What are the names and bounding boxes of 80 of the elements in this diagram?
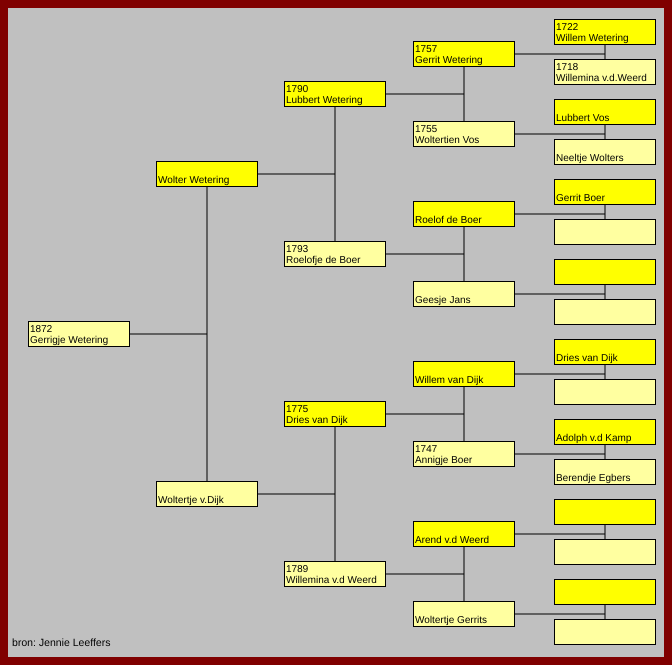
- person-name: Willem van Dijk: [415, 375, 484, 386]
- person-name: Berendje Egbers: [556, 473, 630, 484]
- person-name: Willemina v.d.Weerd: [556, 73, 647, 84]
- person-box: [554, 299, 656, 325]
- person-name: Neeltje Wolters: [556, 153, 624, 164]
- person-box: [156, 481, 258, 507]
- person-name: Woltertien Vos: [415, 135, 480, 146]
- person-box: [554, 619, 656, 645]
- connector-line: [514, 54, 606, 60]
- person-box: [554, 139, 656, 165]
- person-name: Geesje Jans: [415, 295, 471, 306]
- person-box: [284, 401, 386, 427]
- person-box: [413, 521, 515, 547]
- person-box: [28, 321, 130, 347]
- person-name: Willemina v.d Weerd: [286, 575, 377, 586]
- person-name: Gerrit Wetering: [415, 55, 483, 66]
- person-name: Gerrigje Wetering: [30, 335, 108, 346]
- connector-line: [258, 174, 336, 242]
- person-box: [413, 41, 515, 67]
- person-name: Annigje Boer: [415, 455, 472, 466]
- connector-line: [258, 494, 336, 562]
- person-box: [413, 281, 515, 307]
- person-name: Woltertje Gerrits: [415, 615, 488, 626]
- person-box: [413, 441, 515, 467]
- person-name: Dries van Dijk: [286, 415, 348, 426]
- person-box: [554, 19, 656, 45]
- person-box: [554, 59, 656, 85]
- connector-line: [130, 334, 208, 482]
- person-name: Gerrit Boer: [556, 193, 605, 204]
- person-name: Lubbert Vos: [556, 113, 610, 124]
- birth-year: 1747: [415, 444, 438, 455]
- person-box: [554, 339, 656, 365]
- person-box: [284, 241, 386, 267]
- person-name: Willem Wetering: [556, 33, 629, 44]
- person-box: [554, 179, 656, 205]
- birth-year: 1872: [30, 324, 52, 335]
- birth-year: 1757: [415, 44, 438, 55]
- person-box: [413, 601, 515, 627]
- person-name: Arend v.d Weerd: [415, 535, 490, 546]
- person-box: [554, 539, 656, 565]
- connector-line: [386, 574, 464, 602]
- person-box: [554, 219, 656, 245]
- connector-line: [514, 454, 606, 460]
- person-name: Roelofje de Boer: [286, 255, 360, 266]
- person-box: [554, 259, 656, 285]
- person-name: Adolph v.d Kamp: [556, 433, 632, 444]
- birth-year: 1775: [286, 404, 308, 415]
- person-box: [554, 379, 656, 405]
- birth-year: 1789: [286, 564, 308, 575]
- connector-line: [386, 94, 464, 122]
- person-name: Dries van Dijk: [556, 353, 618, 364]
- person-box: [284, 561, 386, 587]
- person-name: Woltertje v.Dijk: [158, 495, 224, 506]
- connector-line: [514, 374, 606, 380]
- birth-year: 1790: [286, 84, 308, 95]
- connector-line: [514, 294, 606, 300]
- person-box: [554, 499, 656, 525]
- person-box: [413, 121, 515, 147]
- connector-line: [514, 214, 606, 220]
- person-box: [554, 459, 656, 485]
- person-box: [156, 161, 258, 187]
- connector-line: [386, 254, 464, 282]
- connector-line: [514, 134, 606, 140]
- connector-line: [514, 534, 606, 540]
- connector-line: [386, 414, 464, 442]
- birth-year: 1722: [556, 22, 578, 33]
- person-box: [554, 419, 656, 445]
- person-box: [284, 81, 386, 107]
- birth-year: 1755: [415, 124, 438, 135]
- person-name: Lubbert Wetering: [286, 95, 363, 106]
- person-box: [413, 201, 515, 227]
- birth-year: 1718: [556, 62, 578, 73]
- source-note: bron: Jennie Leeffers: [12, 637, 110, 649]
- person-name: Wolter Wetering: [158, 175, 230, 186]
- birth-year: 1793: [286, 244, 308, 255]
- person-box: [554, 579, 656, 605]
- person-box: [554, 99, 656, 125]
- person-name: Roelof de Boer: [415, 215, 482, 226]
- person-box: [413, 361, 515, 387]
- connector-line: [514, 614, 606, 620]
